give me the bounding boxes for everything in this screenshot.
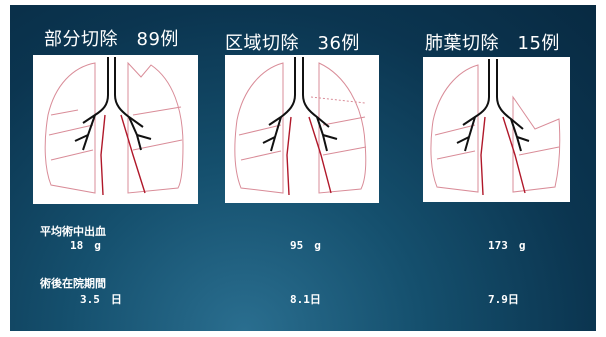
title-segmentectomy: 区域切除 36例	[225, 33, 360, 54]
title-partial-resection: 部分切除 89例	[44, 29, 179, 50]
lung-segment-icon	[234, 57, 367, 196]
bleeding-partial: 18 g	[70, 239, 101, 252]
bleeding-lobe: 173 g	[488, 239, 526, 252]
stay-partial: 3.5 日	[80, 293, 122, 306]
lung-diagram-lobe	[423, 57, 570, 202]
stay-lobe: 7.9日	[488, 293, 519, 306]
stay-segment: 8.1日	[290, 293, 321, 306]
lung-lobe-icon	[430, 59, 561, 196]
lung-diagram-segment	[225, 55, 379, 203]
title-lobectomy: 肺葉切除 15例	[425, 33, 560, 54]
lung-diagram-partial	[33, 55, 198, 204]
lung-partial-icon	[44, 57, 184, 196]
stay-label: 術後在院期間	[40, 277, 106, 290]
bleeding-segment: 95 g	[290, 239, 321, 252]
slide: 部分切除 89例 区域切除 36例 肺葉切除 15例	[10, 5, 596, 331]
bleeding-label: 平均術中出血	[40, 225, 106, 238]
